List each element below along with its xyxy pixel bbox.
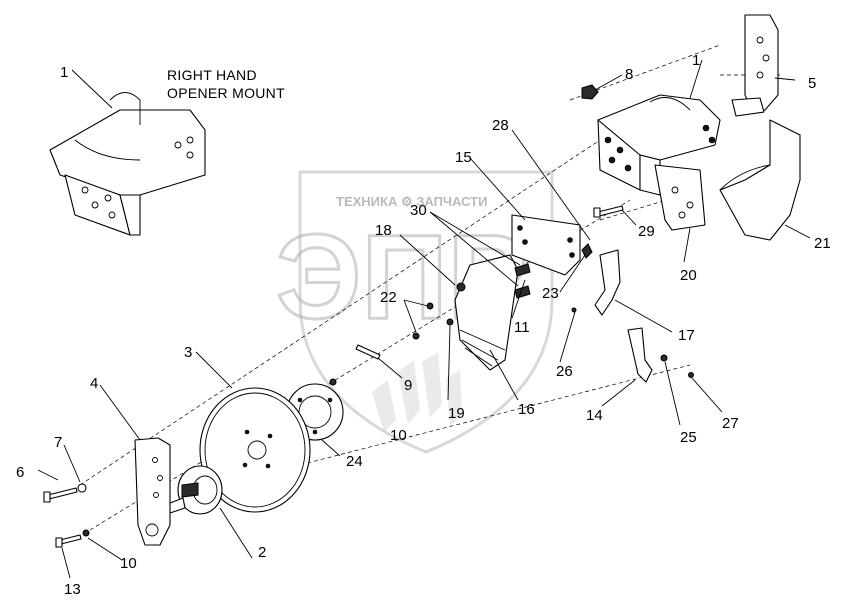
callout-30: 30: [410, 202, 427, 219]
seed-boot-16: [454, 254, 531, 371]
callout-10-bottom: 10: [120, 555, 137, 572]
callout-11: 11: [514, 319, 530, 336]
seed-tube-17: [594, 249, 621, 316]
nut-25: [660, 354, 668, 362]
opener-mount-note: RIGHT HAND OPENER MOUNT: [167, 67, 285, 101]
spindle-plate-4: [134, 437, 171, 546]
callout-29: 29: [638, 223, 655, 240]
callout-26: 26: [556, 363, 573, 380]
callout-10-center: 10: [390, 427, 407, 444]
callout-20: 20: [680, 267, 697, 284]
nut-8: [581, 84, 599, 100]
nut-22-b: [412, 332, 420, 340]
callout-15: 15: [455, 149, 472, 166]
callout-1-right: 1: [692, 52, 700, 69]
callout-19: 19: [448, 405, 465, 422]
firming-arm-14: [627, 327, 653, 383]
washer-7: [77, 483, 87, 493]
callouts: 1 1 2 3 4 5 6 7 8 9 10 10 11 13 14 15 16…: [16, 52, 831, 598]
watermark-company-text: ТЕХНИКА ⚙ ЗАПЧАСТИ: [336, 194, 487, 209]
callout-4: 4: [90, 375, 98, 392]
callout-21: 21: [814, 235, 831, 252]
callout-25: 25: [680, 429, 697, 446]
nut-18: [456, 282, 466, 292]
bolt-13: [55, 534, 82, 548]
callout-9: 9: [404, 377, 412, 394]
callout-23: 23: [542, 285, 559, 302]
callout-2: 2: [258, 544, 266, 561]
mount-plate-15: [511, 214, 581, 276]
watermark-grain-icon: [372, 352, 462, 432]
washer-10-center: [329, 378, 337, 386]
opener-mount-right: [597, 94, 721, 196]
callout-18: 18: [375, 222, 392, 239]
callout-16: 16: [518, 401, 535, 418]
bolt-29: [593, 205, 624, 218]
pin-26: [571, 307, 577, 313]
note-line-2: OPENER MOUNT: [167, 85, 285, 101]
opener-mount-left: [49, 92, 206, 236]
hub-2: [164, 465, 223, 515]
spring-23: [581, 243, 593, 259]
callout-13: 13: [64, 581, 81, 598]
bolt-9: [355, 344, 381, 360]
callout-24: 24: [346, 453, 363, 470]
callout-22: 22: [380, 289, 397, 306]
callout-14: 14: [586, 407, 603, 424]
callout-5: 5: [808, 75, 816, 92]
nut-27: [688, 372, 694, 378]
note-line-1: RIGHT HAND: [167, 67, 257, 83]
scraper-shield: [719, 119, 801, 241]
bracket-20: [654, 164, 706, 231]
leader-lines: [37, 59, 811, 579]
bolt-6: [43, 487, 78, 503]
callout-3: 3: [184, 344, 192, 361]
callout-6: 6: [16, 464, 24, 481]
callout-7: 7: [54, 434, 62, 451]
opener-disc-3: [199, 387, 311, 513]
callout-17: 17: [678, 327, 695, 344]
washer-10: [82, 529, 90, 537]
spindle-arm: [731, 14, 779, 117]
callout-1-left: 1: [60, 64, 68, 81]
watermark-shield: [298, 170, 554, 454]
callout-27: 27: [722, 415, 739, 432]
callout-28: 28: [492, 117, 509, 134]
callout-8: 8: [625, 66, 633, 83]
nut-19: [446, 318, 454, 326]
